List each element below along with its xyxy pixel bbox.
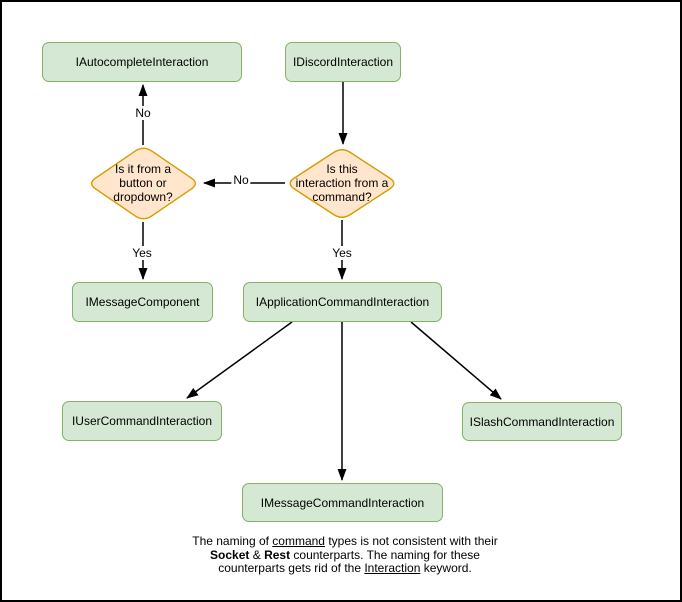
decision-line: Is it from a: [114, 162, 172, 176]
decision-line: command?: [312, 190, 372, 204]
footnote-text: counterparts. The naming for these: [290, 547, 480, 562]
footnote-text: keyword.: [420, 561, 472, 575]
footnote-line-2: Socket & Rest counterparts. The naming f…: [168, 547, 522, 563]
footnote-line-1: The naming of command types is not consi…: [168, 534, 522, 549]
node-label: IMessageCommandInteraction: [260, 495, 425, 510]
edge-label-yes-right: Yes: [330, 246, 354, 260]
footnote-text-underlined: command: [272, 534, 325, 548]
node-message-command-interaction: IMessageCommandInteraction: [242, 483, 443, 522]
node-message-component: IMessageComponent: [72, 282, 213, 322]
footnote-text: The naming of: [192, 534, 273, 548]
decision-line: Is this: [326, 162, 358, 176]
decision-line: interaction from a: [295, 176, 389, 190]
node-label: IAutocompleteInteraction: [75, 55, 209, 69]
node-slash-command-interaction: ISlashCommandInteraction: [462, 402, 622, 441]
arrow-application-command-to-user-command: [186, 321, 293, 399]
footnote-line-3: counterparts gets rid of the Interaction…: [168, 561, 522, 576]
node-label: IMessageComponent: [85, 295, 200, 309]
decision-line: dropdown?: [113, 190, 173, 204]
node-label: IUserCommandInteraction: [71, 414, 213, 428]
footnote-text-underlined: Interaction: [364, 561, 421, 575]
edge-label-no-up: No: [133, 106, 153, 120]
footnote-text-bold: Rest: [264, 547, 291, 562]
arrow-application-command-to-slash-command: [410, 321, 502, 400]
edge-label-yes-left: Yes: [130, 246, 154, 260]
node-label: IApplicationCommandInteraction: [255, 295, 430, 309]
footnote-text: counterparts gets rid of the: [218, 561, 365, 575]
node-application-command-interaction: IApplicationCommandInteraction: [243, 282, 442, 322]
node-label: ISlashCommandInteraction: [469, 414, 615, 429]
node-autocomplete-interaction: IAutocompleteInteraction: [42, 42, 242, 82]
footnote-text: &: [249, 547, 265, 562]
decision-label-from-command: Is this interaction from a command?: [296, 162, 389, 204]
node-label: IDiscordInteraction: [292, 55, 394, 69]
footnote: The naming of command types is not consi…: [168, 534, 522, 576]
node-discord-interaction: IDiscordInteraction: [285, 42, 401, 82]
footnote-text: types is not consistent with their: [324, 534, 498, 548]
decision-diamond-from-button: [90, 147, 197, 220]
node-user-command-interaction: IUserCommandInteraction: [62, 401, 222, 441]
decision-line: button or: [119, 176, 167, 190]
decision-diamond-from-command: [289, 149, 395, 218]
footnote-text-bold: Socket: [210, 547, 250, 562]
decision-label-from-button: Is it from a button or dropdown?: [113, 162, 172, 204]
edge-label-no-left: No: [231, 173, 251, 187]
